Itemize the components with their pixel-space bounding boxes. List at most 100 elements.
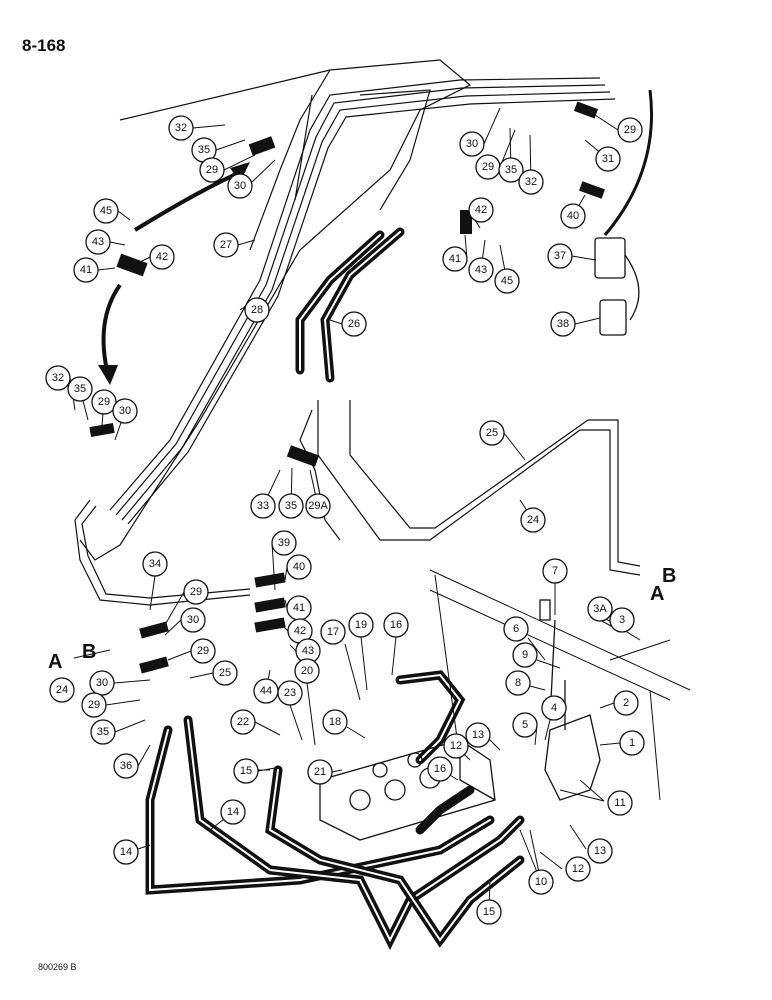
svg-text:22: 22 [237, 716, 249, 728]
callout-34: 34 [142, 551, 168, 577]
svg-text:25: 25 [219, 667, 231, 679]
svg-text:40: 40 [293, 561, 305, 573]
callout-40: 40 [560, 203, 586, 229]
clamp-parts [89, 101, 605, 674]
svg-text:27: 27 [220, 239, 232, 251]
svg-text:4: 4 [551, 702, 557, 714]
callout-42: 42 [287, 618, 313, 644]
callout-1: 1 [619, 730, 645, 756]
callout-9: 9 [512, 642, 538, 668]
callout-29: 29 [475, 154, 501, 180]
svg-text:6: 6 [513, 623, 519, 635]
callout-27: 27 [213, 232, 239, 258]
svg-text:30: 30 [234, 180, 246, 192]
svg-text:15: 15 [240, 765, 252, 777]
callout-20: 20 [294, 658, 320, 684]
svg-text:13: 13 [472, 729, 484, 741]
svg-text:30: 30 [96, 677, 108, 689]
svg-text:15: 15 [483, 906, 495, 918]
svg-text:34: 34 [149, 558, 161, 570]
callout-22: 22 [230, 709, 256, 735]
arrow-heads [98, 162, 250, 385]
svg-text:35: 35 [285, 500, 297, 512]
callout-35: 35 [90, 719, 116, 745]
svg-text:3A: 3A [593, 603, 607, 615]
callout-36: 36 [113, 753, 139, 779]
callout-15: 15 [233, 758, 259, 784]
svg-text:7: 7 [552, 565, 558, 577]
svg-text:9: 9 [522, 649, 528, 661]
quick-couplers [594, 89, 654, 336]
svg-text:35: 35 [97, 726, 109, 738]
callout-41: 41 [286, 595, 312, 621]
callout-42: 42 [149, 244, 175, 270]
svg-text:35: 35 [198, 144, 210, 156]
callout-29a: 29A [305, 493, 331, 519]
callout-3: 3 [609, 607, 635, 633]
svg-text:41: 41 [80, 264, 92, 276]
svg-text:43: 43 [92, 236, 104, 248]
svg-text:29: 29 [98, 396, 110, 408]
callout-21: 21 [307, 759, 333, 785]
svg-text:12: 12 [572, 863, 584, 875]
callout-29: 29 [617, 117, 643, 143]
callout-23: 23 [277, 680, 303, 706]
callout-26: 26 [341, 311, 367, 337]
svg-text:41: 41 [449, 253, 461, 265]
svg-text:2: 2 [623, 697, 629, 709]
svg-text:32: 32 [175, 122, 187, 134]
page-number: 8-168 [22, 36, 66, 55]
callout-41: 41 [442, 246, 468, 272]
callout-25: 25 [479, 420, 505, 446]
steel-tubes-27-28 [109, 77, 616, 525]
svg-text:29: 29 [482, 161, 494, 173]
svg-text:45: 45 [100, 205, 112, 217]
callout-16: 16 [427, 756, 453, 782]
callout-35: 35 [278, 493, 304, 519]
svg-text:19: 19 [355, 619, 367, 631]
callout-29: 29 [183, 579, 209, 605]
callout-33: 33 [250, 493, 276, 519]
hoses-26 [295, 227, 405, 383]
svg-text:24: 24 [527, 514, 539, 526]
svg-text:29: 29 [88, 699, 100, 711]
svg-text:30: 30 [466, 138, 478, 150]
svg-text:16: 16 [434, 763, 446, 775]
callout-12: 12 [565, 856, 591, 882]
svg-text:40: 40 [567, 210, 579, 222]
svg-text:12: 12 [450, 740, 462, 752]
callout-40: 40 [286, 554, 312, 580]
loader-arm-outline [79, 59, 472, 561]
svg-text:16: 16 [390, 619, 402, 631]
callout-29: 29 [81, 692, 107, 718]
callout-24: 24 [49, 677, 75, 703]
lower-left-tube-loop [74, 499, 251, 606]
svg-text:14: 14 [120, 846, 132, 858]
leader-lines [69, 107, 641, 913]
svg-text:1: 1 [629, 737, 635, 749]
callout-45: 45 [93, 198, 119, 224]
svg-text:13: 13 [594, 845, 606, 857]
callout-2: 2 [613, 690, 639, 716]
svg-text:26: 26 [348, 318, 360, 330]
svg-text:38: 38 [557, 318, 569, 330]
callout-6: 6 [503, 616, 529, 642]
callout-30: 30 [459, 131, 485, 157]
callout-19: 19 [348, 612, 374, 638]
callout-14: 14 [113, 839, 139, 865]
callout-4: 4 [541, 695, 567, 721]
callout-11: 11 [607, 790, 633, 816]
svg-text:14: 14 [227, 806, 239, 818]
svg-text:39: 39 [278, 537, 290, 549]
svg-text:29: 29 [206, 164, 218, 176]
letter-b-left: B [82, 641, 96, 663]
svg-text:31: 31 [602, 153, 614, 165]
callout-42: 42 [468, 197, 494, 223]
svg-text:37: 37 [554, 250, 566, 262]
callout-41: 41 [73, 257, 99, 283]
svg-text:17: 17 [327, 626, 339, 638]
callout-24: 24 [520, 507, 546, 533]
callout-43: 43 [468, 257, 494, 283]
callout-15: 15 [476, 899, 502, 925]
